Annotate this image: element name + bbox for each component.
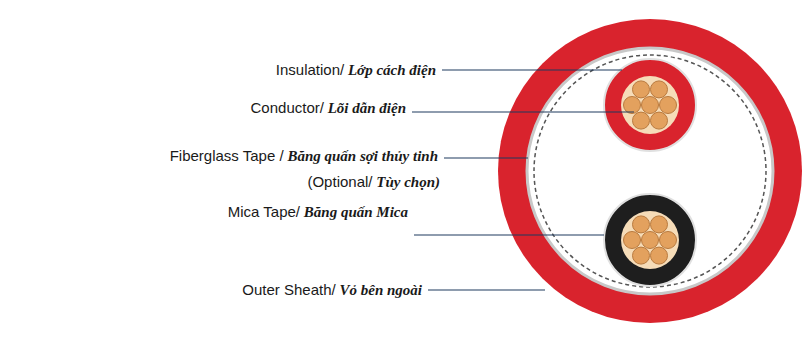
outer-sheath	[498, 19, 802, 323]
leader-lines	[412, 70, 634, 290]
fiberglass-tape	[527, 48, 773, 294]
part-label: Insulation/ Lớp cách điện	[276, 61, 436, 79]
part-label: Mica Tape/ Băng quấn Mica	[228, 203, 408, 221]
mica-tape-ring	[534, 55, 766, 287]
part-label: Fiberglass Tape / Băng quấn sợi thủy tin…	[170, 147, 438, 165]
conductor	[621, 211, 679, 269]
part-label: Outer Sheath/ Vỏ bên ngoài	[242, 281, 422, 299]
conductor	[621, 76, 679, 134]
conductor-strands	[624, 81, 677, 264]
insulation-red	[604, 59, 696, 151]
insulation-black	[604, 194, 696, 286]
part-label: (Optional/ Tùy chọn)	[307, 173, 440, 191]
part-label: Conductor/ Lõi dẫn điện	[251, 99, 406, 117]
